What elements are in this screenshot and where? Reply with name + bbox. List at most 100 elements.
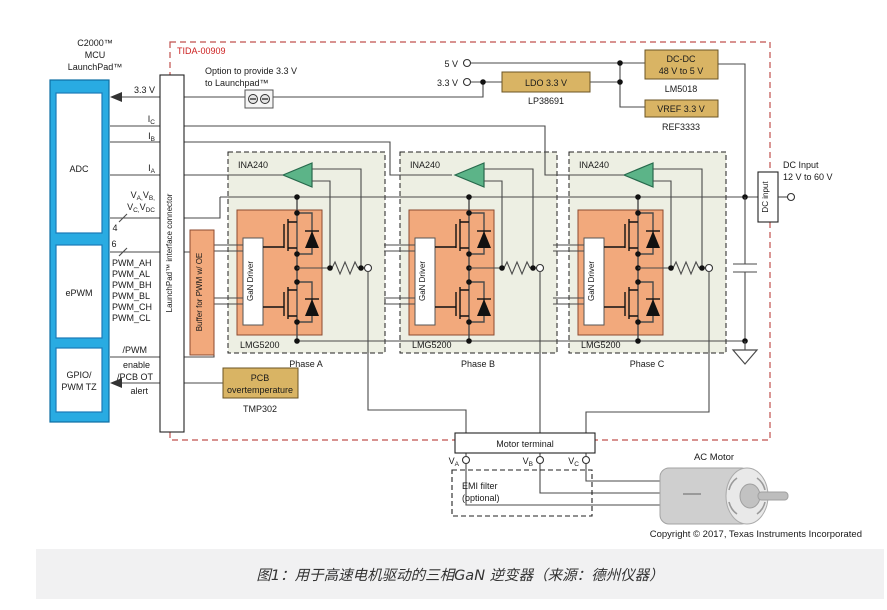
epwm-block xyxy=(55,244,103,339)
gan-driver-box xyxy=(242,237,264,326)
pwm-bl-label: PWM_BL xyxy=(112,291,150,301)
dcdc-label-2: 48 V to 5 V xyxy=(659,66,704,76)
3v3-terminal xyxy=(462,77,472,87)
vref-block xyxy=(644,99,719,118)
pwm-ch-label: PWM_CH xyxy=(112,302,152,312)
dc-input-box-label: DC input xyxy=(761,181,770,213)
pwm-enable-label-2: enable xyxy=(123,360,150,370)
phase-name-label: Phase B xyxy=(461,359,495,369)
wire-vsense-bus xyxy=(110,197,221,219)
fet1-icon xyxy=(263,219,297,251)
bus6-slash xyxy=(118,247,128,257)
motor-terminal-label: Motor terminal xyxy=(496,439,554,449)
bus-capacitor-icon xyxy=(733,197,757,341)
ic-label: IC xyxy=(148,114,156,126)
ib-label: IB xyxy=(148,131,155,143)
lmg5200-label: LMG5200 xyxy=(240,340,280,350)
emi-filter-label-1: EMI filter xyxy=(462,481,498,491)
overtemp-part-label: TMP302 xyxy=(243,404,277,414)
5v-terminal xyxy=(462,58,472,68)
tida-boundary xyxy=(169,41,771,441)
arrow-left-icon xyxy=(110,378,122,388)
ldo-part-label: LP38691 xyxy=(528,96,564,106)
pwm-buffer xyxy=(189,229,215,356)
dc-input-label-1: DC Input xyxy=(783,160,819,170)
block-diagram: TIDA-00909 Option to provide 3.3 V to La… xyxy=(49,38,862,540)
gpio-label-2: PWM TZ xyxy=(61,382,97,392)
body-diode2-icon xyxy=(646,299,660,316)
signal-labels: 3.3 V IC IB IA VA,VB, VC,VDC 4 6 PWM_AH … xyxy=(111,85,155,396)
ac-motor-label: AC Motor xyxy=(694,452,734,463)
va-terminal xyxy=(461,455,471,465)
bus4-slash xyxy=(118,213,128,223)
vb-terminal xyxy=(535,455,545,465)
lmg5200-label: LMG5200 xyxy=(412,340,452,350)
wire-dcdc-feed xyxy=(718,63,746,197)
fet2-icon xyxy=(263,287,297,319)
wire-ic xyxy=(110,125,624,176)
jumper-3v3 xyxy=(244,89,274,109)
arrow-left-icon xyxy=(110,92,122,102)
launchpad-title-2: MCU xyxy=(85,50,106,60)
ground-icon xyxy=(731,349,759,365)
body-diode1-icon xyxy=(646,231,660,248)
dc-input-terminal xyxy=(786,192,796,202)
gan-driver-box xyxy=(414,237,436,326)
caption-bar: 图1：用于高速电机驱动的三相GaN 逆变器（来源：德州仪器） xyxy=(36,549,884,599)
gan-driver-label: GaN Driver xyxy=(587,261,596,301)
launchpad-title-3: LaunchPad™ xyxy=(68,62,123,72)
pwm-buffer-label: Buffer for PWM w/ OE xyxy=(195,253,204,332)
pwm-cl-label: PWM_CL xyxy=(112,313,151,323)
pwm-bh-label: PWM_BH xyxy=(112,280,152,290)
gate-feed-stubs xyxy=(553,244,584,305)
option-note-line2: to Launchpad™ xyxy=(205,78,269,88)
pin-3v3-label: 3.3 V xyxy=(134,85,155,95)
adc-label: ADC xyxy=(69,164,89,174)
phase-name-label: Phase A xyxy=(289,359,323,369)
fet1-icon xyxy=(604,219,638,251)
phases-layer: INA240 GaN Driver xyxy=(212,151,727,369)
ac-motor-icon xyxy=(659,467,789,525)
wire-ib xyxy=(110,141,452,176)
wire-3v3 xyxy=(471,63,645,108)
current-sense-amp-icon xyxy=(453,162,485,188)
ina240-label: INA240 xyxy=(238,160,268,170)
vref-part-label: REF3333 xyxy=(662,122,700,132)
option-note-line1: Option to provide 3.3 V xyxy=(205,66,297,76)
launchpad-title-1: C2000™ xyxy=(77,38,113,48)
va-label: VA xyxy=(449,456,460,468)
body-diode2-icon xyxy=(477,299,491,316)
dc-input-label-2: 12 V to 60 V xyxy=(783,172,833,182)
pwm-al-label: PWM_AL xyxy=(112,269,150,279)
amp-sense-wires xyxy=(653,168,703,268)
adc-block xyxy=(55,92,103,234)
motor-terminal-block xyxy=(454,432,596,454)
gan-driver-label: GaN Driver xyxy=(246,261,255,301)
gpio-block xyxy=(55,347,103,413)
phase-block: INA240 GaN Driver xyxy=(212,151,386,369)
vc-label: VC xyxy=(568,456,579,468)
gpio-label-1: GPIO/ xyxy=(66,370,92,380)
gate-feed-stubs xyxy=(212,244,243,305)
vcdc-label: VC,VDC xyxy=(127,202,155,214)
body-diode1-icon xyxy=(305,231,319,248)
gate-feed-stubs xyxy=(384,244,415,305)
wire-phase-c-out xyxy=(585,271,710,433)
amp-sense-wires xyxy=(484,168,534,268)
current-sense-amp-icon xyxy=(281,162,313,188)
overtemp-label-2: overtemperature xyxy=(227,385,293,395)
ina240-label: INA240 xyxy=(579,160,609,170)
tida-label: TIDA-00909 xyxy=(177,46,226,56)
wires-layer xyxy=(110,60,759,506)
3v3-label: 3.3 V xyxy=(437,78,458,88)
dcdc-label-1: DC-DC xyxy=(667,54,696,64)
ot-label-2: alert xyxy=(130,386,148,396)
dc-input: DC input DC Input 12 V to 60 V xyxy=(757,160,833,223)
ldo-label: LDO 3.3 V xyxy=(525,78,567,88)
wire-pwm-enable xyxy=(110,355,215,358)
gan-driver-label: GaN Driver xyxy=(418,261,427,301)
dcdc-block xyxy=(644,49,719,80)
overtemp-label-1: PCB xyxy=(251,373,270,383)
vref-label: VREF 3.3 V xyxy=(657,104,705,114)
